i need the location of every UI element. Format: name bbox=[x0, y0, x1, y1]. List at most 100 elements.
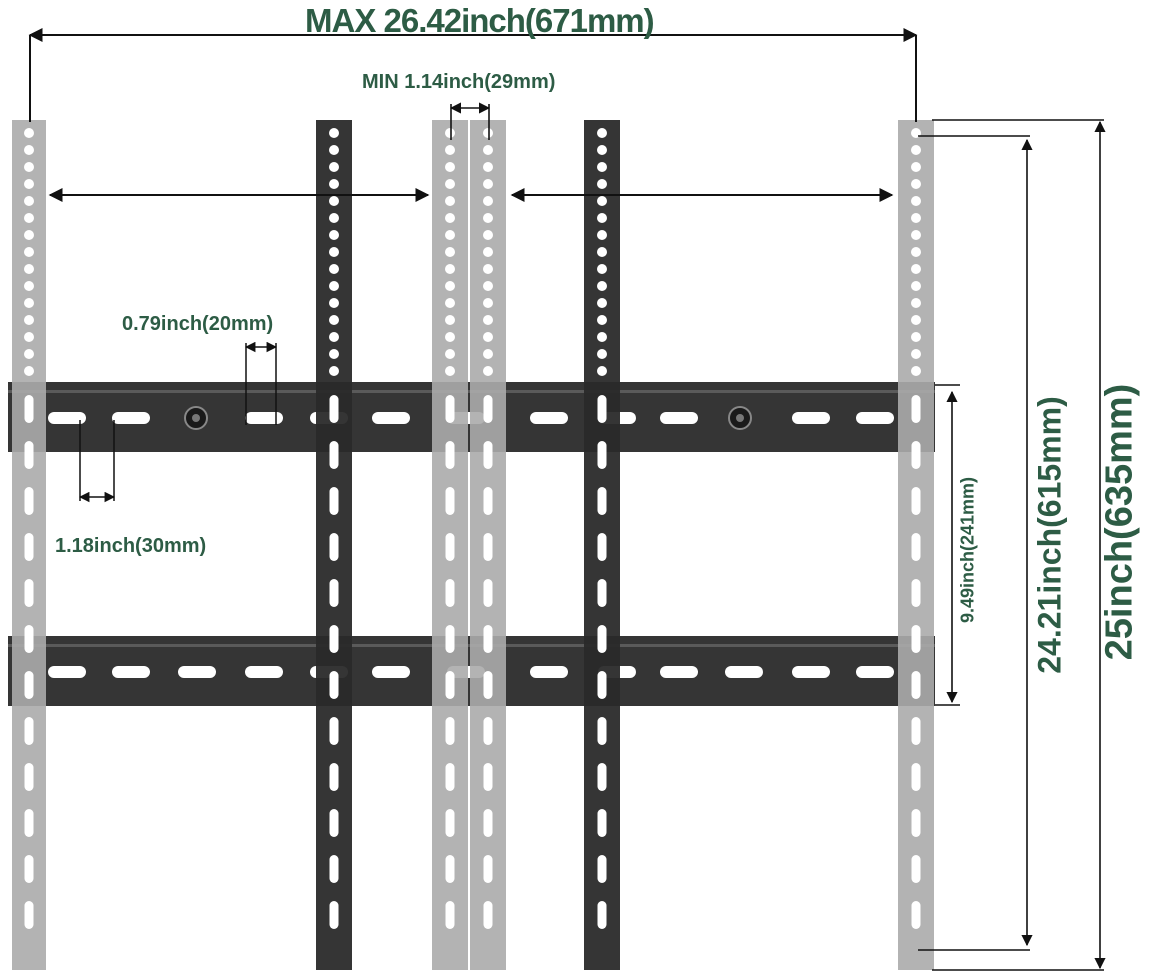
arm-hole bbox=[445, 264, 455, 274]
arm-slot bbox=[597, 855, 607, 883]
arm-slot bbox=[329, 763, 339, 791]
arm-slot bbox=[329, 533, 339, 561]
arm-slot bbox=[597, 717, 607, 745]
arm-hole bbox=[597, 162, 607, 172]
arm-hole bbox=[445, 230, 455, 240]
rail-slot bbox=[660, 412, 698, 424]
arm-hole bbox=[24, 366, 34, 376]
arm-hole bbox=[911, 179, 921, 189]
arm-hole bbox=[445, 281, 455, 291]
arm-hole bbox=[445, 315, 455, 325]
arm-dark-2 bbox=[584, 120, 620, 970]
arm-hole bbox=[24, 298, 34, 308]
arm-hole bbox=[445, 332, 455, 342]
rail-slot bbox=[660, 666, 698, 678]
arm-slot bbox=[445, 395, 455, 423]
arm-hole bbox=[445, 162, 455, 172]
bolt-center bbox=[192, 414, 200, 422]
max-width-label: MAX 26.42inch(671mm) bbox=[305, 2, 655, 39]
arm-slot bbox=[24, 763, 34, 791]
arm-slot bbox=[329, 855, 339, 883]
arm-hole bbox=[24, 349, 34, 359]
arm-hole bbox=[483, 366, 493, 376]
arm-hole bbox=[329, 247, 339, 257]
arm-slot bbox=[597, 395, 607, 423]
arm-hole bbox=[911, 264, 921, 274]
arm-hole bbox=[483, 162, 493, 172]
arm-slot bbox=[597, 533, 607, 561]
arm-hole bbox=[483, 332, 493, 342]
arm-hole bbox=[597, 145, 607, 155]
arm-hole bbox=[911, 366, 921, 376]
arm-gray-center-2 bbox=[470, 120, 506, 970]
arm-hole bbox=[911, 315, 921, 325]
arm-slot bbox=[445, 717, 455, 745]
arm-slot bbox=[445, 763, 455, 791]
arm-hole bbox=[24, 332, 34, 342]
arm-hole bbox=[597, 264, 607, 274]
rail-slot bbox=[372, 666, 410, 678]
arm-hole bbox=[597, 128, 607, 138]
arm-slot bbox=[445, 855, 455, 883]
dimension-lines bbox=[28, 28, 1106, 971]
slot-height-label: 0.79inch(20mm) bbox=[122, 313, 274, 335]
rail-slot bbox=[48, 666, 86, 678]
arm-hole bbox=[24, 315, 34, 325]
arm-slot bbox=[483, 763, 493, 791]
arm-slot bbox=[24, 717, 34, 745]
arm-slot bbox=[445, 579, 455, 607]
arm-hole bbox=[911, 332, 921, 342]
arm-slot bbox=[329, 671, 339, 699]
rail-slot bbox=[530, 412, 568, 424]
arm-hole bbox=[597, 349, 607, 359]
arm-hole bbox=[483, 145, 493, 155]
arm-hole bbox=[445, 298, 455, 308]
arm-hole bbox=[483, 281, 493, 291]
arm-hole bbox=[597, 315, 607, 325]
arm-slot bbox=[329, 901, 339, 929]
arm-slot bbox=[329, 809, 339, 837]
arm-slot bbox=[911, 395, 921, 423]
arm-slot bbox=[483, 901, 493, 929]
arm-hole bbox=[445, 366, 455, 376]
arm-hole bbox=[329, 128, 339, 138]
arm-hole bbox=[445, 349, 455, 359]
rail-slot bbox=[48, 412, 86, 424]
arm-slot bbox=[483, 717, 493, 745]
rail-slot bbox=[856, 412, 894, 424]
arm-slot bbox=[24, 901, 34, 929]
arm-hole bbox=[24, 128, 34, 138]
arm-slot bbox=[911, 763, 921, 791]
arm-hole bbox=[483, 349, 493, 359]
arm-hole bbox=[24, 264, 34, 274]
rail-slot bbox=[792, 412, 830, 424]
arm-slot bbox=[911, 487, 921, 515]
arm-slot bbox=[911, 901, 921, 929]
arm-slot bbox=[483, 395, 493, 423]
arm-hole bbox=[597, 196, 607, 206]
arm-hole bbox=[24, 145, 34, 155]
arm-slot bbox=[483, 579, 493, 607]
arm-hole bbox=[597, 230, 607, 240]
rail-slot bbox=[725, 666, 763, 678]
arm-hole bbox=[483, 196, 493, 206]
arm-slot bbox=[24, 625, 34, 653]
rail-slot bbox=[530, 666, 568, 678]
arm-dark-1 bbox=[316, 120, 352, 970]
arm-slot bbox=[597, 763, 607, 791]
arm-slot bbox=[329, 441, 339, 469]
arm-slot bbox=[911, 671, 921, 699]
arm-slot bbox=[24, 579, 34, 607]
vertical-arms bbox=[12, 120, 934, 970]
arm-hole bbox=[597, 332, 607, 342]
rail-slot bbox=[856, 666, 894, 678]
arm-slot bbox=[911, 717, 921, 745]
arm-hole bbox=[597, 298, 607, 308]
arm-hole bbox=[483, 264, 493, 274]
arm-hole bbox=[597, 366, 607, 376]
arm-hole bbox=[329, 145, 339, 155]
arm-hole bbox=[483, 179, 493, 189]
arm-slot bbox=[329, 395, 339, 423]
